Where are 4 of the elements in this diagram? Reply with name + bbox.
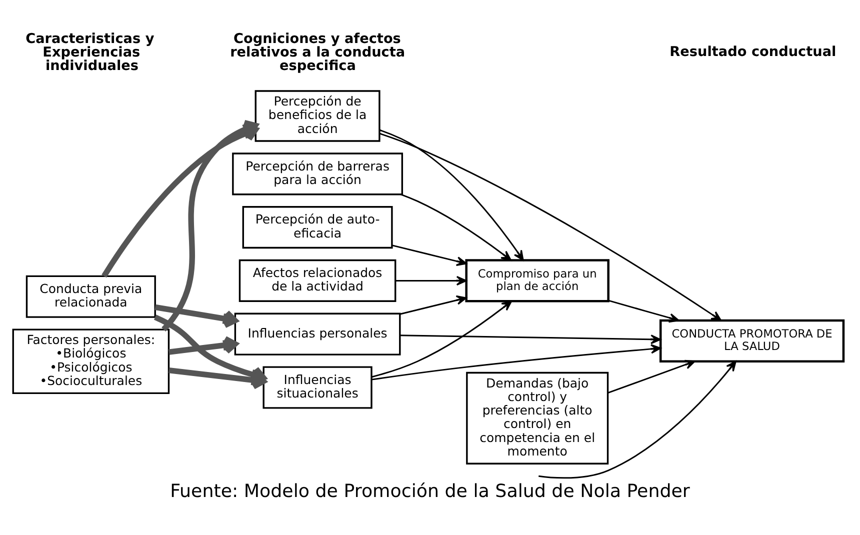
- label: Cogniciones y afectos relativos a la conducta especifica: [230, 30, 406, 74]
- caption: Fuente: Modelo de Promoción de la Salud de Nola Pender: [170, 480, 690, 502]
- label: Caracteristicas y Experiencias individuales: [26, 30, 154, 74]
- label: Resultado conductual: [670, 43, 836, 60]
